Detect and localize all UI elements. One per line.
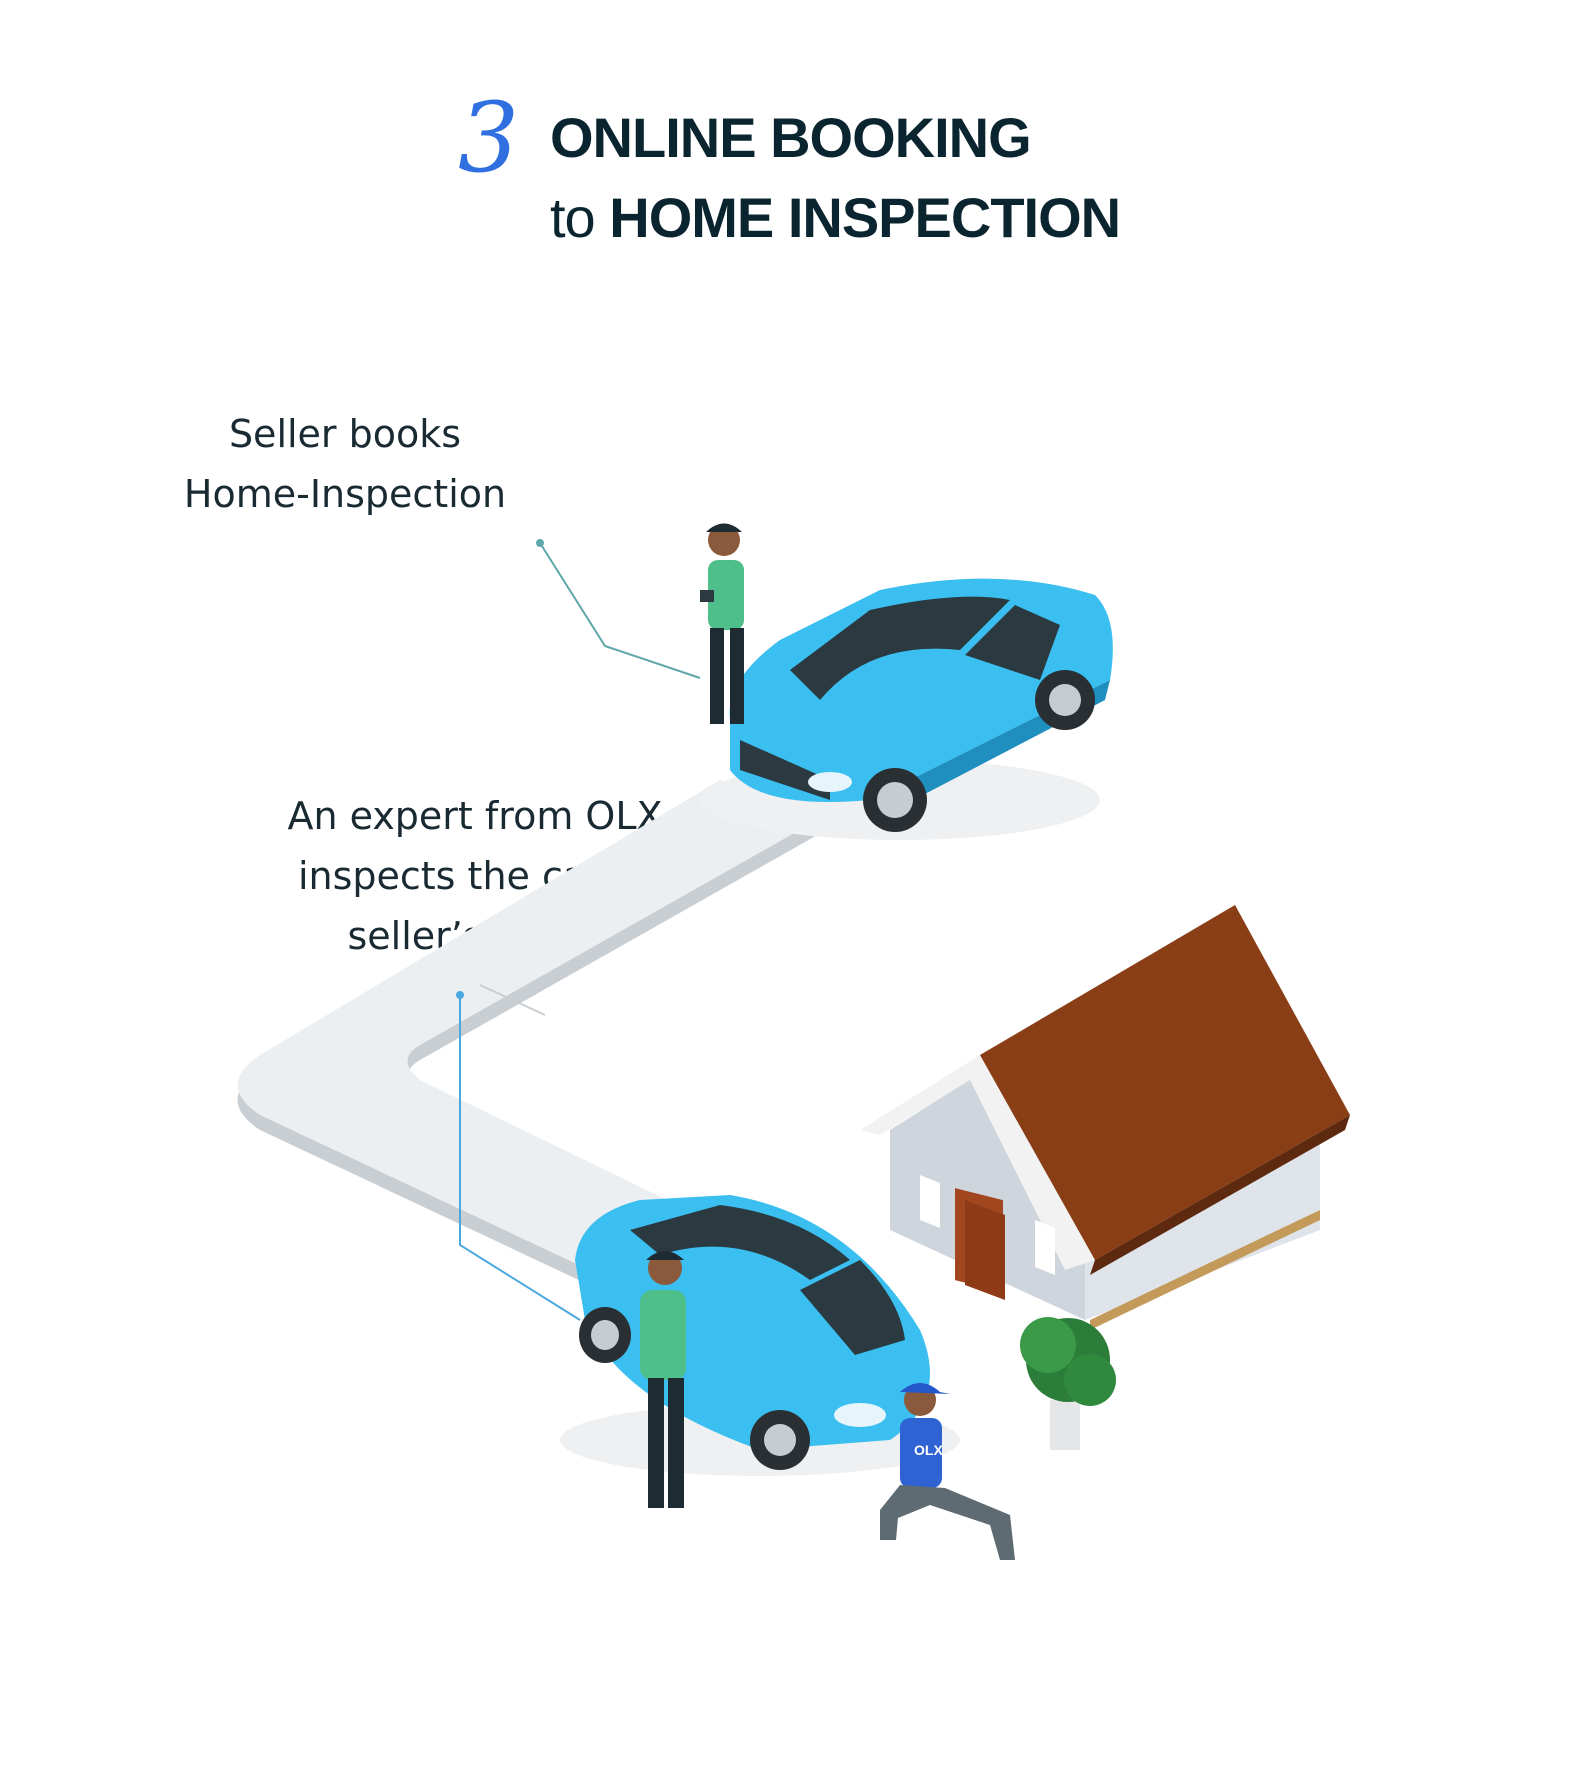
caption-line: Seller books — [228, 412, 462, 456]
road — [237, 780, 835, 1290]
car-icon — [700, 578, 1113, 840]
title-line-2: to HOME INSPECTION — [550, 190, 1121, 246]
title-line-1: ONLINE BOOKING — [550, 106, 1032, 169]
house-icon — [860, 905, 1350, 1330]
tree-icon — [1020, 1317, 1116, 1450]
uniform-badge: OLX — [914, 1442, 943, 1458]
step-number: 3 — [458, 82, 520, 194]
title-prefix: to — [550, 186, 596, 249]
person-icon — [700, 523, 744, 724]
caption-line: An expert from OLX — [287, 794, 663, 838]
leader-line-expert — [456, 991, 581, 1321]
mechanic-icon: OLX — [880, 1383, 1015, 1560]
title-main: HOME INSPECTION — [609, 186, 1121, 249]
leader-line-seller — [536, 539, 701, 679]
caption-seller-books: Seller books Home-Inspection — [150, 404, 540, 524]
person-icon — [640, 1251, 686, 1508]
caption-line: Home-Inspection — [183, 472, 507, 516]
